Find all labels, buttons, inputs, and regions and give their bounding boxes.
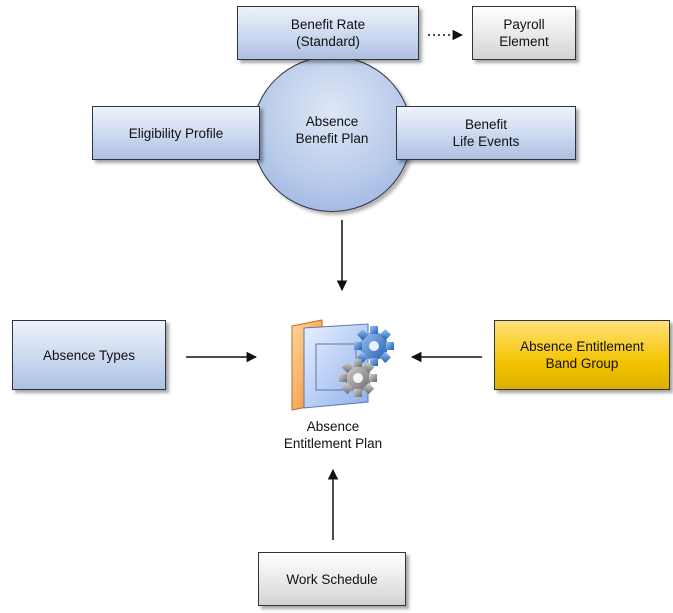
eligibility-profile-node: Eligibility Profile [92, 106, 260, 160]
absence-benefit-plan-label: Absence Benefit Plan [272, 113, 392, 147]
documents-gears-icon [291, 319, 394, 411]
band-group-line1: Absence Entitlement [520, 339, 644, 354]
absence-types-label: Absence Types [42, 347, 136, 363]
benefit-rate-line1: Benefit Rate [290, 17, 366, 32]
absence-types-node: Absence Types [12, 320, 166, 390]
work-schedule-node: Work Schedule [258, 552, 406, 606]
benefit-life-events-line2: Life Events [452, 134, 520, 149]
benefit-rate-line2: (Standard) [296, 34, 360, 49]
eligibility-profile-label: Eligibility Profile [128, 125, 224, 141]
benefit-rate-node: Benefit Rate (Standard) [237, 6, 419, 60]
benefit-life-events-line1: Benefit [464, 117, 507, 132]
band-group-line2: Band Group [545, 356, 619, 371]
absence-benefit-plan-node [252, 56, 412, 212]
entitlement-plan-line2: Entitlement Plan [283, 436, 383, 451]
absence-benefit-plan-line1: Absence [305, 114, 359, 129]
payroll-element-line1: Payroll [503, 17, 545, 32]
absence-benefit-plan-line2: Benefit Plan [295, 131, 369, 146]
payroll-element-node: Payroll Element [472, 6, 576, 60]
benefit-life-events-node: Benefit Life Events [396, 106, 576, 160]
payroll-element-line2: Element [499, 34, 549, 49]
absence-entitlement-plan-label: Absence Entitlement Plan [263, 418, 403, 452]
absence-entitlement-band-group-node: Absence Entitlement Band Group [494, 320, 670, 390]
entitlement-plan-line1: Absence [306, 419, 360, 434]
work-schedule-label: Work Schedule [286, 571, 378, 587]
